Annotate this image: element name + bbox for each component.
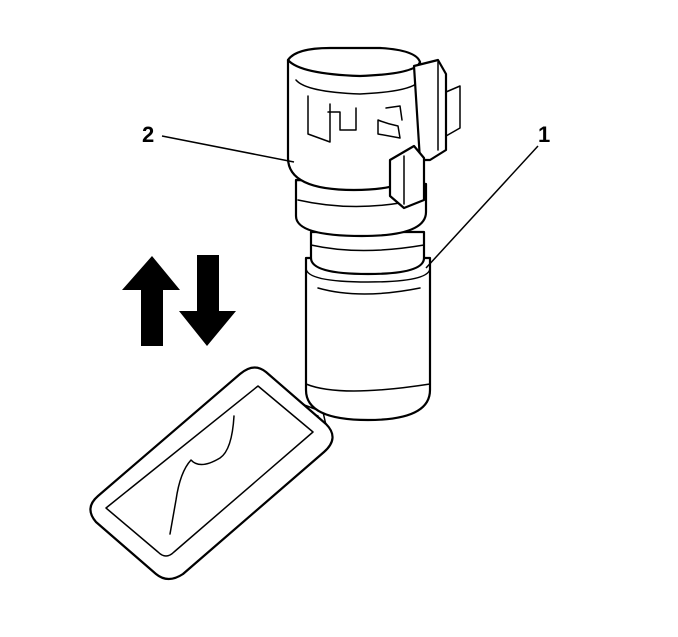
callout-2: 2 xyxy=(142,122,154,147)
leader-line-2 xyxy=(161,135,295,163)
callout-1: 1 xyxy=(538,122,550,147)
pump-retainer xyxy=(286,46,461,210)
fuel-pump-body xyxy=(304,230,432,422)
up-arrow-icon xyxy=(122,256,180,346)
sender-float xyxy=(89,366,334,581)
up-down-arrows-icon xyxy=(122,255,236,346)
leader-line-1 xyxy=(425,145,539,269)
down-arrow-icon xyxy=(179,255,236,346)
